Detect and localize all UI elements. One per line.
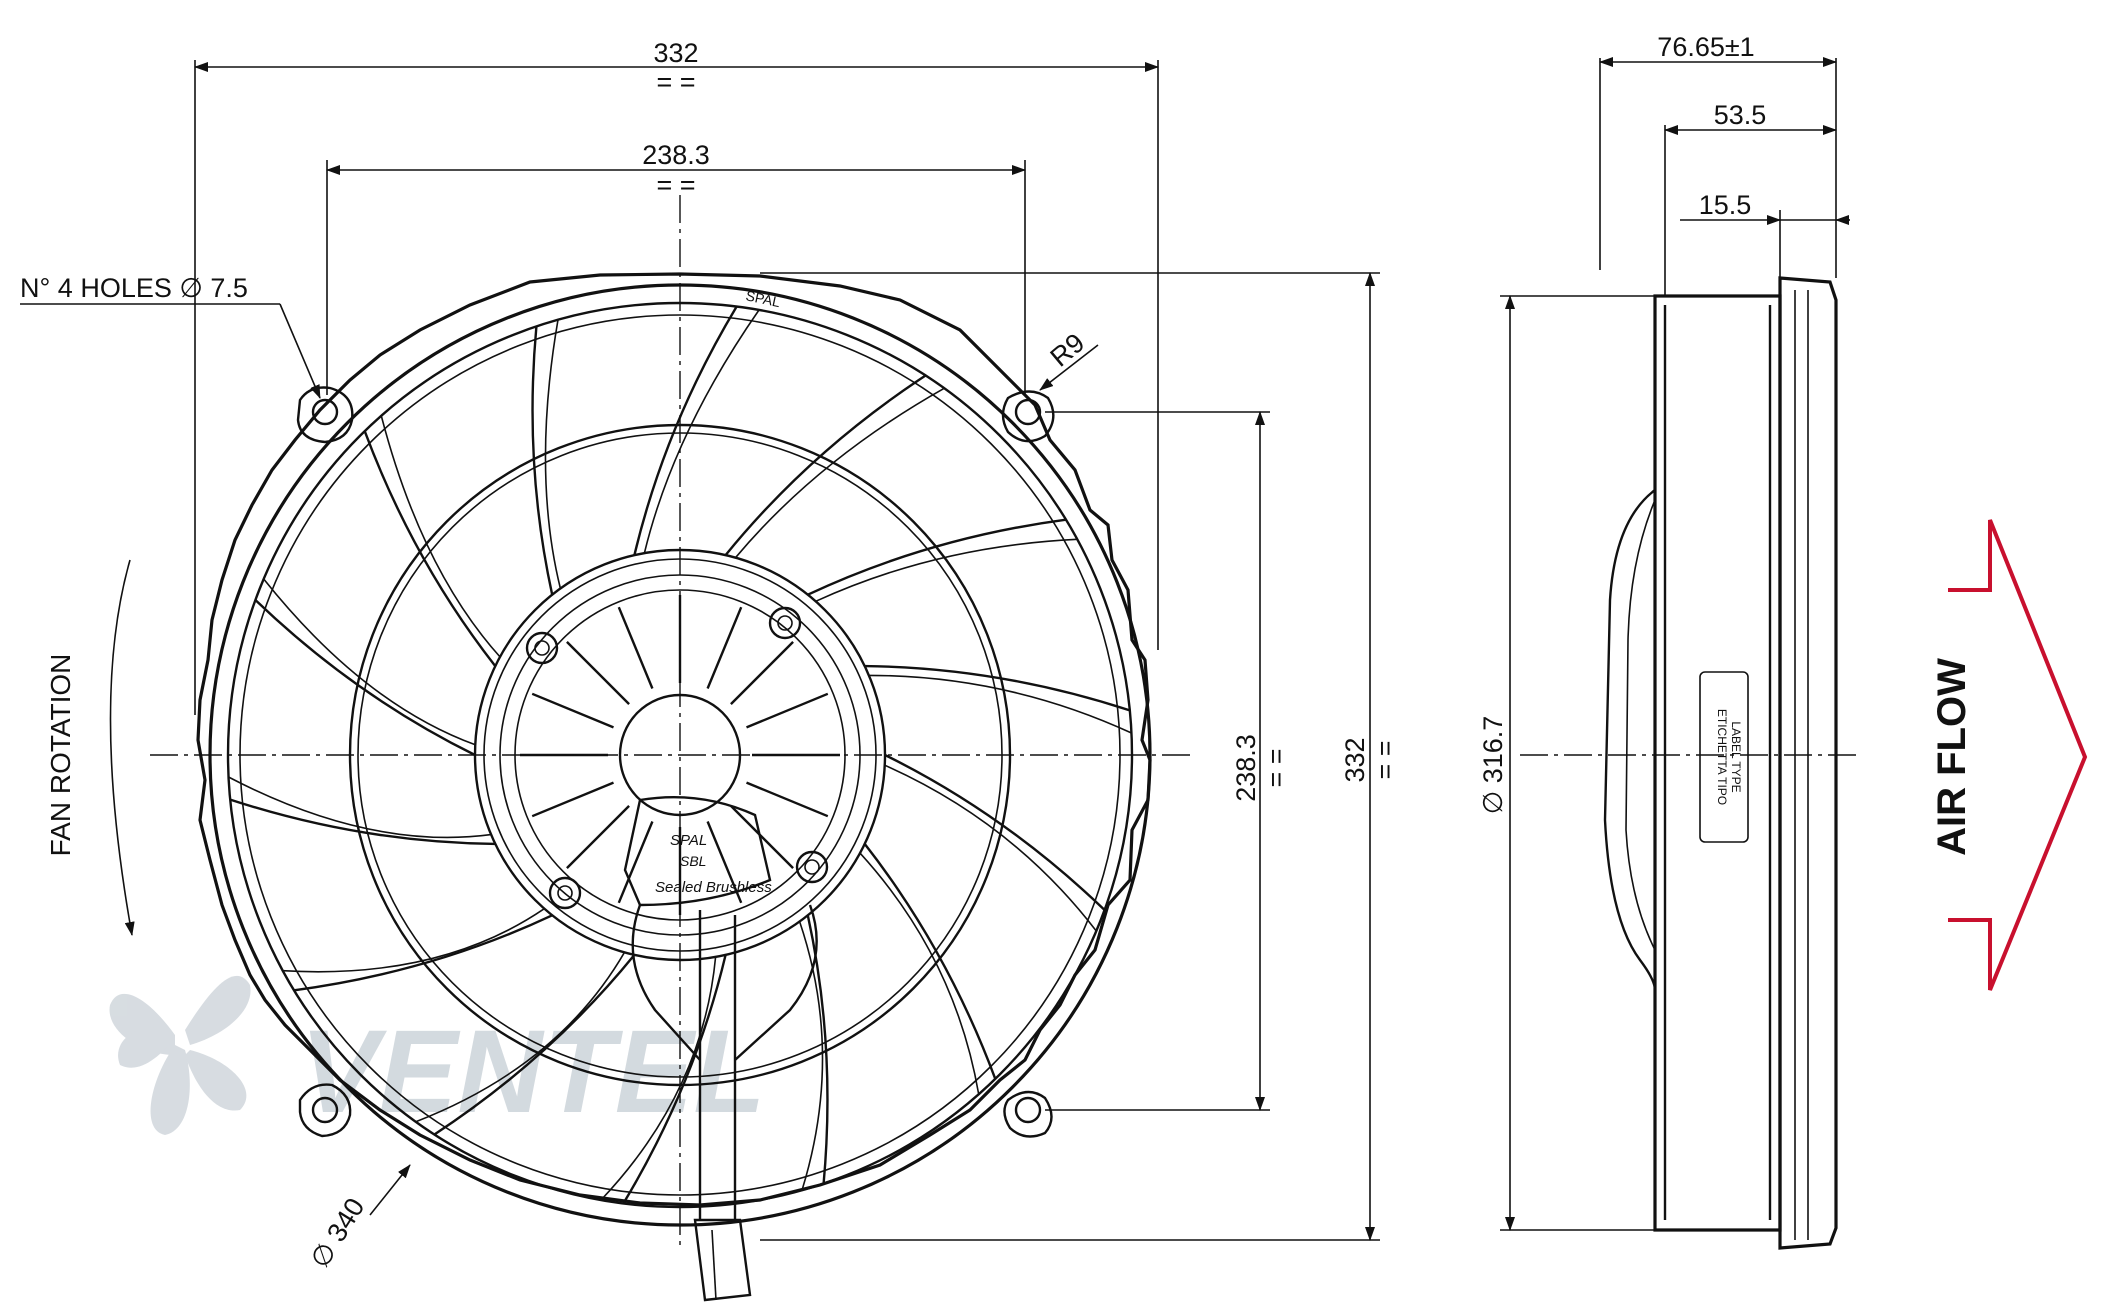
side-motor bbox=[1603, 489, 1657, 991]
mounting-hole bbox=[311, 1096, 339, 1124]
guard-spokes bbox=[228, 305, 1132, 1205]
power-cable bbox=[631, 904, 818, 1302]
watermark-text: VENTEL bbox=[300, 1006, 766, 1138]
guard-spoke bbox=[807, 518, 1067, 596]
guard-spoke-edge bbox=[228, 776, 492, 839]
guard-spoke bbox=[724, 374, 927, 556]
cooling-fin bbox=[730, 641, 794, 705]
guard-spoke-edge bbox=[734, 387, 945, 559]
guard-spoke bbox=[806, 915, 829, 1184]
guard-spoke-edge bbox=[868, 674, 1132, 734]
tab-top-left bbox=[296, 386, 354, 444]
dim-width-overall: 332 bbox=[653, 38, 698, 68]
side-flange bbox=[1778, 276, 1838, 1250]
cooling-fin bbox=[531, 692, 614, 729]
guard-spoke bbox=[531, 326, 554, 595]
guard-spoke bbox=[884, 753, 1106, 911]
watermark-logo: VENTEL bbox=[109, 975, 766, 1138]
dim-radius: R9 bbox=[1045, 327, 1091, 372]
dim-depth-overall: 76.65±1 bbox=[1657, 32, 1754, 62]
holes-note: N° 4 HOLES ∅ 7.5 bbox=[20, 273, 248, 303]
guard-spoke-edge bbox=[815, 538, 1078, 603]
guard-spoke bbox=[254, 599, 476, 757]
guard-spoke bbox=[622, 954, 727, 1205]
dim-equal-mark: = = bbox=[1261, 748, 1291, 787]
cooling-fin bbox=[566, 805, 630, 869]
guard-spoke-edge bbox=[380, 415, 501, 658]
airflow-label: AIR FLOW bbox=[1930, 658, 1974, 856]
dim-depth-flange: 15.5 bbox=[1699, 190, 1752, 220]
guard-spoke bbox=[863, 843, 997, 1080]
dim-side-diameter: ∅ 316.7 bbox=[1478, 716, 1508, 815]
label-plate-line1: ETICHETTA TIPO bbox=[1715, 709, 1729, 805]
fan-rotation-label: FAN ROTATION bbox=[45, 654, 76, 857]
dim-outer-diameter: ∅ 340 bbox=[305, 1193, 371, 1273]
cooling-fin bbox=[730, 805, 794, 869]
motor-screws bbox=[525, 606, 829, 910]
guard-spoke-edge bbox=[415, 951, 626, 1123]
hub-brand-text: SPAL bbox=[670, 832, 707, 849]
guard-spoke bbox=[293, 914, 553, 992]
guard-spoke-edge bbox=[798, 921, 824, 1191]
motor-cooling-fins bbox=[520, 595, 840, 915]
guard-spoke-edge bbox=[282, 908, 545, 973]
cooling-fin bbox=[566, 641, 630, 705]
guard-spoke bbox=[229, 798, 496, 846]
dim-equal-mark: = = bbox=[656, 67, 695, 97]
tab-top-right bbox=[1001, 390, 1055, 443]
mounting-holes bbox=[311, 398, 1042, 1124]
mounting-hole bbox=[1014, 1096, 1042, 1124]
dim-height-overall: 332 bbox=[1340, 737, 1370, 782]
dim-equal-mark: = = bbox=[1370, 740, 1400, 779]
tab-bottom-right bbox=[1003, 1090, 1053, 1138]
cooling-fin bbox=[617, 606, 654, 689]
hub-model-text: SBL bbox=[680, 853, 706, 869]
guard-spoke bbox=[864, 664, 1131, 712]
guard-spoke-edge bbox=[544, 319, 562, 589]
mounting-hole bbox=[311, 398, 339, 426]
guard-spoke-edge bbox=[884, 764, 1097, 932]
dim-depth-mid: 53.5 bbox=[1714, 100, 1767, 130]
guard-spoke-edge bbox=[263, 578, 476, 746]
guard-spoke-edge bbox=[859, 852, 980, 1095]
label-plate bbox=[1699, 671, 1749, 843]
cooling-fin bbox=[746, 781, 829, 818]
airflow-arrow bbox=[1948, 519, 2088, 991]
side-view: ETICHETTA TIPO LABEL TYPE 76.65±1 53.5 1… bbox=[1478, 32, 2088, 1250]
guard-spoke-edge bbox=[643, 309, 760, 554]
cooling-fin bbox=[746, 692, 829, 729]
hub-product-text: Sealed Brushless bbox=[655, 879, 772, 896]
tab-bottom-left bbox=[298, 1083, 352, 1138]
label-plate-line2: LABEL TYPE bbox=[1729, 721, 1743, 792]
dim-equal-mark: = = bbox=[656, 170, 695, 200]
cooling-fin bbox=[706, 606, 743, 689]
guard-spoke bbox=[433, 954, 636, 1136]
guard-spoke bbox=[363, 430, 497, 667]
rotation-arrow bbox=[109, 559, 135, 936]
dim-height-holes: 238.3 bbox=[1231, 734, 1261, 802]
guard-spoke bbox=[633, 305, 738, 556]
mounting-hole bbox=[1014, 398, 1042, 426]
cooling-fin bbox=[531, 781, 614, 818]
rim-brand-text: SPAL bbox=[744, 287, 782, 310]
cooling-fin bbox=[706, 821, 743, 904]
motor-label-plate: SPAL SBL Sealed Brushless bbox=[623, 795, 772, 907]
cooling-fin bbox=[617, 821, 654, 904]
dim-width-holes: 238.3 bbox=[642, 140, 710, 170]
